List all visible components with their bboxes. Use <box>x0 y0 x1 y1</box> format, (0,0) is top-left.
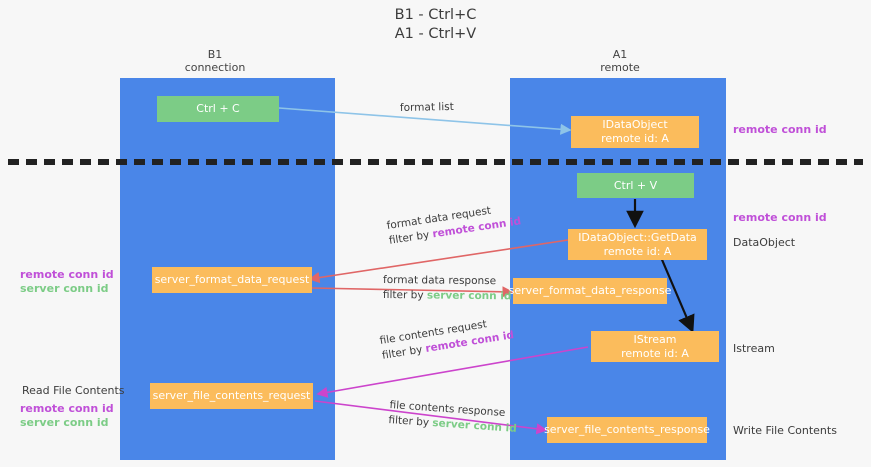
side-label-right-mid-remote-conn: remote conn id <box>733 211 827 224</box>
box-istream-remote-title: IStream <box>633 332 677 346</box>
edge-label-format-data-response-line2: filter by server conn id <box>383 288 512 304</box>
box-ctrl-c[interactable]: Ctrl + C <box>157 96 279 122</box>
column-header-b1: B1 connection <box>135 48 295 74</box>
box-idataobject-remote[interactable]: IDataObject remote id: A <box>571 116 699 148</box>
side-label-read-file-contents: Read File Contents <box>22 384 125 397</box>
side-label-left-file-server-conn: server conn id <box>20 416 109 429</box>
column-header-a1-name: A1 <box>612 48 628 61</box>
edge-label-format-list: format list <box>400 100 454 116</box>
box-istream-remote-id: remote id: A <box>621 346 689 360</box>
column-header-b1-role: connection <box>184 61 246 74</box>
edge-label-file-contents-response: file contents response filter by server … <box>388 398 518 437</box>
box-idataobject-remote-title: IDataObject <box>602 118 668 131</box>
side-label-right-write-file-contents: Write File Contents <box>733 424 837 437</box>
side-label-right-dataobject: DataObject <box>733 236 796 249</box>
edge-label-file-contents-request: file contents request filter by remote c… <box>379 313 515 364</box>
title-line-1: B1 - Ctrl+C <box>394 7 477 23</box>
edge-label-format-data-response: format data response filter by server co… <box>383 273 512 304</box>
box-ctrl-c-label: Ctrl + C <box>196 102 240 115</box>
diagram-title: B1 - Ctrl+C A1 - Ctrl+V <box>0 6 871 44</box>
edge-label-fdres-key: server conn id <box>426 289 512 303</box>
column-header-a1: A1 remote <box>540 48 700 74</box>
edge-label-fdres-filter-prefix: filter by <box>382 288 427 302</box>
box-server-format-data-response[interactable]: server_format_data_response <box>509 278 671 304</box>
box-server-file-contents-response[interactable]: server_file_contents_response <box>544 417 710 443</box>
side-label-right-istream: Istream <box>733 342 775 355</box>
edge-label-format-data-response-line1: format data response <box>383 274 497 288</box>
box-ctrl-v[interactable]: Ctrl + V <box>577 173 694 198</box>
edge-label-fcres-filter-prefix: filter by <box>388 413 433 430</box>
box-idataobject-getdata-title: IDataObject::GetData <box>578 230 697 244</box>
box-server-format-data-response-label: server_format_data_response <box>508 284 672 297</box>
title-line-2: A1 - Ctrl+V <box>394 26 477 42</box>
box-idataobject-getdata-id: remote id: A <box>603 244 672 258</box>
side-label-left-format-server-conn: server conn id <box>20 282 109 295</box>
column-header-a1-role: remote <box>600 61 640 74</box>
box-server-file-contents-request[interactable]: server_file_contents_request <box>150 383 313 409</box>
box-ctrl-v-label: Ctrl + V <box>613 178 658 192</box>
box-istream-remote[interactable]: IStream remote id: A <box>591 331 719 362</box>
side-label-left-file-remote-conn: remote conn id <box>20 402 114 415</box>
box-server-file-contents-response-label: server_file_contents_response <box>544 423 710 436</box>
side-label-left-format-remote-conn: remote conn id <box>20 268 114 281</box>
box-server-format-data-request-label: server_format_data_request <box>154 273 310 286</box>
side-label-right-top-remote-conn: remote conn id <box>733 123 827 136</box>
edge-label-format-list-line1: format list <box>399 100 454 114</box>
box-server-file-contents-request-label: server_file_contents_request <box>152 389 311 402</box>
column-header-b1-name: B1 <box>207 48 223 61</box>
box-idataobject-remote-id: remote id: A <box>601 132 669 145</box>
edge-label-format-data-request: format data request filter by remote con… <box>386 199 522 248</box>
box-server-format-data-request[interactable]: server_format_data_request <box>152 267 312 293</box>
box-idataobject-getdata[interactable]: IDataObject::GetData remote id: A <box>568 229 707 260</box>
